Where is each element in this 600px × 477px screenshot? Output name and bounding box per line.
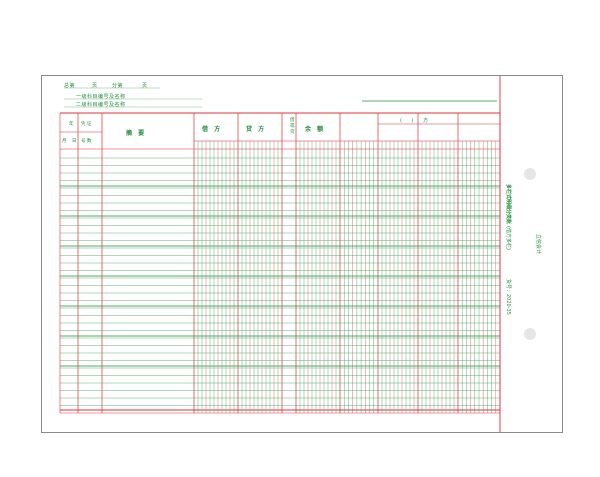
page-total-unit: 页 [92, 83, 98, 89]
col-day: 日 [72, 139, 77, 144]
punch-hole-bottom [524, 328, 536, 340]
second-level-account: 二级科目编号及名称 [76, 102, 126, 108]
col-month: 月 [62, 139, 67, 144]
ledger-sheet: 总第 页 分第 页 一级科目编号及名称 二级科目编号及名称 年 月 日 凭 证 … [41, 75, 563, 433]
ledger-grid [59, 76, 536, 432]
product-code: 货号：2020-35 [505, 279, 511, 315]
page-sub-unit: 页 [142, 83, 148, 89]
brand-name: 立信会计 [535, 234, 541, 255]
col-voucher-no: 号 数 [81, 139, 92, 144]
ledger-subtitle: (借方多栏) [505, 226, 511, 250]
col-dir: 借或贷 [290, 118, 295, 135]
col-debit: 借 方 [202, 126, 223, 133]
ledger-title: 多栏式明细分类账 [505, 184, 511, 225]
first-level-account: 一级科目编号及名称 [76, 94, 126, 100]
col-summary: 摘 要 [126, 130, 147, 137]
col-section: ( ) 方 [400, 118, 433, 124]
page-sub-label: 分第 [112, 83, 124, 89]
col-balance: 余 额 [305, 126, 326, 133]
col-voucher: 凭 证 [81, 122, 92, 127]
page-total-label: 总第 [64, 83, 76, 89]
punch-hole-top [524, 168, 536, 180]
col-year: 年 [69, 122, 74, 127]
col-credit: 贷 方 [246, 126, 267, 133]
